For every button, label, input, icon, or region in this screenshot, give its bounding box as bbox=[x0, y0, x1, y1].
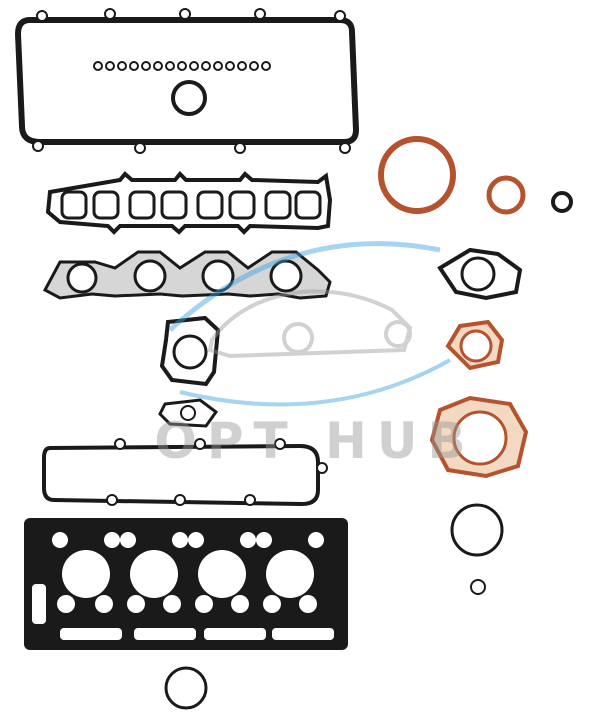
crankshaft-seal-medium bbox=[486, 175, 526, 215]
intake-plenum-gasket bbox=[42, 438, 328, 507]
intake-manifold-gasket bbox=[45, 171, 333, 235]
water-outlet-gasket bbox=[445, 319, 505, 371]
bottom-o-ring bbox=[164, 666, 208, 710]
cylinder-head-gasket bbox=[24, 518, 348, 650]
small-flange-gasket bbox=[158, 398, 219, 428]
exhaust-manifold-gasket bbox=[42, 250, 332, 300]
crankshaft-seal-large bbox=[378, 136, 456, 214]
watermark-text: OPT HUB bbox=[154, 412, 476, 470]
small-o-ring-row bbox=[93, 61, 271, 71]
water-pump-gasket bbox=[429, 395, 529, 479]
watermark-logo bbox=[168, 241, 451, 407]
thermostat-housing-gasket bbox=[437, 247, 523, 301]
water-pump-o-ring bbox=[450, 503, 504, 557]
small-seal bbox=[551, 191, 573, 213]
egr-gasket bbox=[159, 315, 221, 387]
tiny-o-ring bbox=[470, 579, 486, 595]
valve-cover-o-ring bbox=[171, 80, 207, 116]
